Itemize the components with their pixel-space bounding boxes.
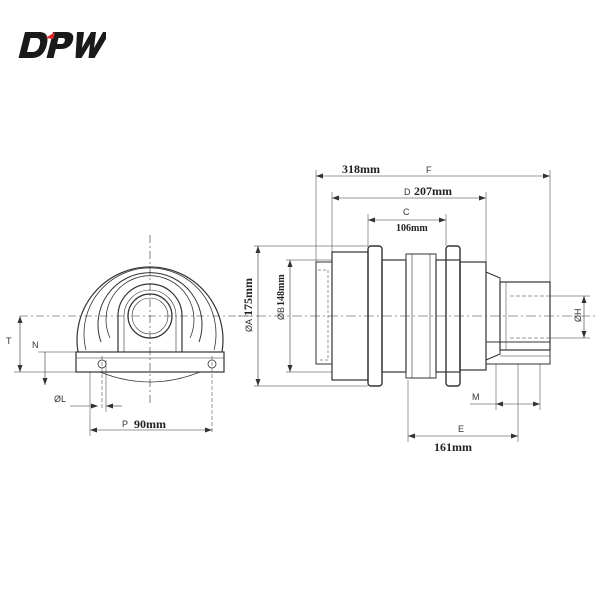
label-C-value: 106mm	[396, 223, 428, 234]
side-hub-circle	[127, 293, 173, 339]
label-B-value: 148mm	[276, 274, 287, 306]
label-N: N	[32, 340, 39, 350]
dpw-logo	[18, 32, 106, 58]
side-tread-circle	[97, 272, 203, 343]
side-flange-inner-edge	[83, 267, 217, 351]
side-hub-inner	[131, 297, 169, 335]
label-B-letter: ØB	[276, 307, 286, 320]
front-left-cap	[315, 261, 333, 365]
label-F-letter: F	[426, 165, 432, 175]
label-T: T	[6, 336, 12, 346]
label-M-letter: M	[472, 392, 480, 402]
front-left-cap-hidden	[318, 269, 329, 361]
label-H-letter: ØH	[573, 309, 583, 323]
label-D-value: 207mm	[414, 184, 452, 198]
front-shaft	[499, 281, 551, 351]
side-tread-inner	[105, 275, 195, 339]
label-F-value: 318mm	[342, 162, 380, 176]
front-mount-bracket	[485, 341, 551, 365]
side-bracket-inner	[123, 289, 177, 352]
label-P-letter: P	[122, 419, 128, 429]
label-D-letter: D	[404, 187, 411, 197]
label-P-value: 90mm	[134, 417, 166, 431]
front-right-collar	[459, 261, 487, 371]
side-bottom-arc	[99, 371, 201, 383]
label-A-letter: ØA	[244, 319, 254, 332]
side-bracket	[117, 283, 183, 352]
side-outer-flange	[76, 266, 224, 353]
label-L: ØL	[54, 394, 66, 404]
label-A-value: 175mm	[241, 278, 255, 316]
front-view	[238, 170, 598, 442]
side-base-plate	[75, 351, 225, 373]
side-view	[14, 235, 255, 436]
label-E-value: 161mm	[434, 440, 472, 454]
label-C-letter: C	[403, 207, 410, 217]
label-E-letter: E	[458, 424, 464, 434]
